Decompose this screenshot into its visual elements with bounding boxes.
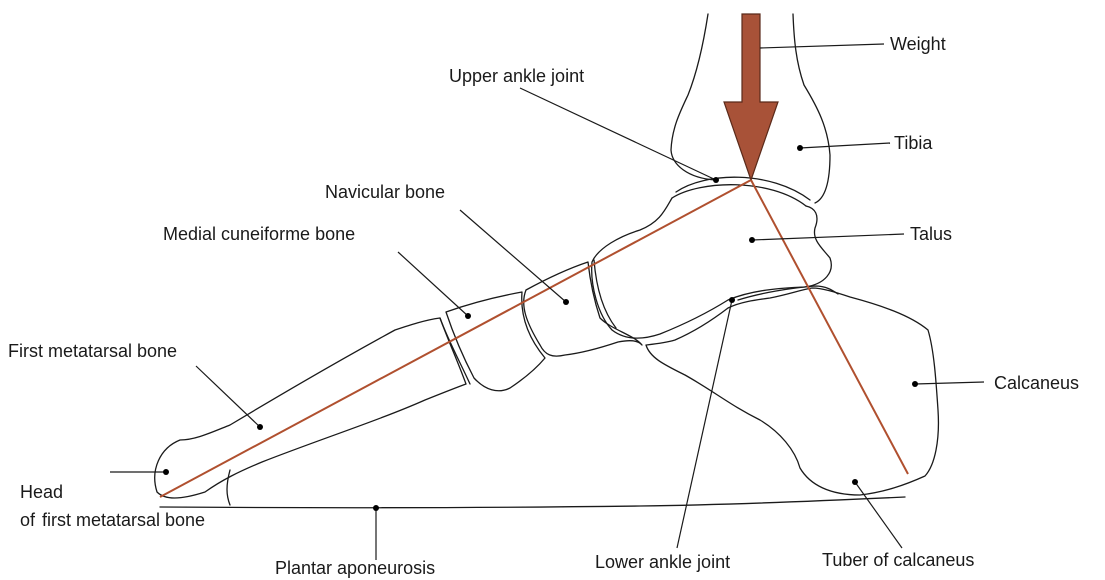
- navicular-point: [563, 299, 569, 305]
- navicular-inner-outline: [594, 260, 616, 328]
- first-metatarsal-leader: [196, 366, 260, 427]
- label-plantar-aponeurosis: Plantar aponeurosis: [275, 558, 435, 578]
- medial-cuneiform-point: [465, 313, 471, 319]
- label-medial-cuneiforme-bone: Medial cuneiforme bone: [163, 224, 355, 244]
- label-first-metatarsal-bone: First metatarsal bone: [8, 341, 177, 361]
- label-upper-ankle-joint: Upper ankle joint: [449, 66, 584, 86]
- label-weight: Weight: [890, 34, 946, 54]
- tibia-outline: [793, 14, 830, 203]
- tibia-leader: [800, 143, 890, 148]
- first-metatarsal-outline: [155, 318, 466, 498]
- tuber-of-calcaneus-point: [852, 479, 858, 485]
- label-head-line1: Head: [20, 482, 63, 502]
- label-talus: Talus: [910, 224, 952, 244]
- talus-point: [749, 237, 755, 243]
- plantar-aponeurosis-outline: [160, 497, 905, 508]
- upper-ankle-joint-leader: [520, 88, 716, 180]
- plantar-arch-inner-outline: [227, 470, 230, 505]
- labels: Weight Upper ankle joint Tibia Navicular…: [8, 34, 1079, 578]
- talus-outline: [592, 198, 832, 338]
- calcaneus-outline: [646, 288, 938, 495]
- label-calcaneus: Calcaneus: [994, 373, 1079, 393]
- navicular-outline: [524, 262, 642, 356]
- medial-cuneiform-leader: [398, 252, 468, 316]
- label-tuber-of-calcaneus: Tuber of calcaneus: [822, 550, 974, 570]
- calcaneus-point: [912, 381, 918, 387]
- label-lower-ankle-joint: Lower ankle joint: [595, 552, 730, 572]
- lower-ankle-joint-point: [729, 297, 735, 303]
- upper-ankle-joint-point: [713, 177, 719, 183]
- fibula-outline: [671, 14, 715, 180]
- lower-ankle-joint-leader: [677, 300, 732, 548]
- label-head-line2: of: [20, 510, 36, 530]
- label-tibia: Tibia: [894, 133, 933, 153]
- calcaneus-leader: [915, 382, 984, 384]
- label-navicular-bone: Navicular bone: [325, 182, 445, 202]
- label-head-line3: first metatarsal bone: [42, 510, 205, 530]
- weight-leader: [760, 44, 884, 48]
- navicular-leader: [460, 210, 566, 302]
- weight-arrow: [724, 14, 778, 180]
- first-metatarsal-point: [257, 424, 263, 430]
- tibia-point: [797, 145, 803, 151]
- medial-cuneiform-outline: [446, 292, 545, 391]
- plantar-aponeurosis-point: [373, 505, 379, 511]
- head-point: [163, 469, 169, 475]
- talus-leader: [752, 234, 904, 240]
- cuneiform-joint-outline: [440, 318, 470, 384]
- talus-dome-outline: [672, 185, 806, 206]
